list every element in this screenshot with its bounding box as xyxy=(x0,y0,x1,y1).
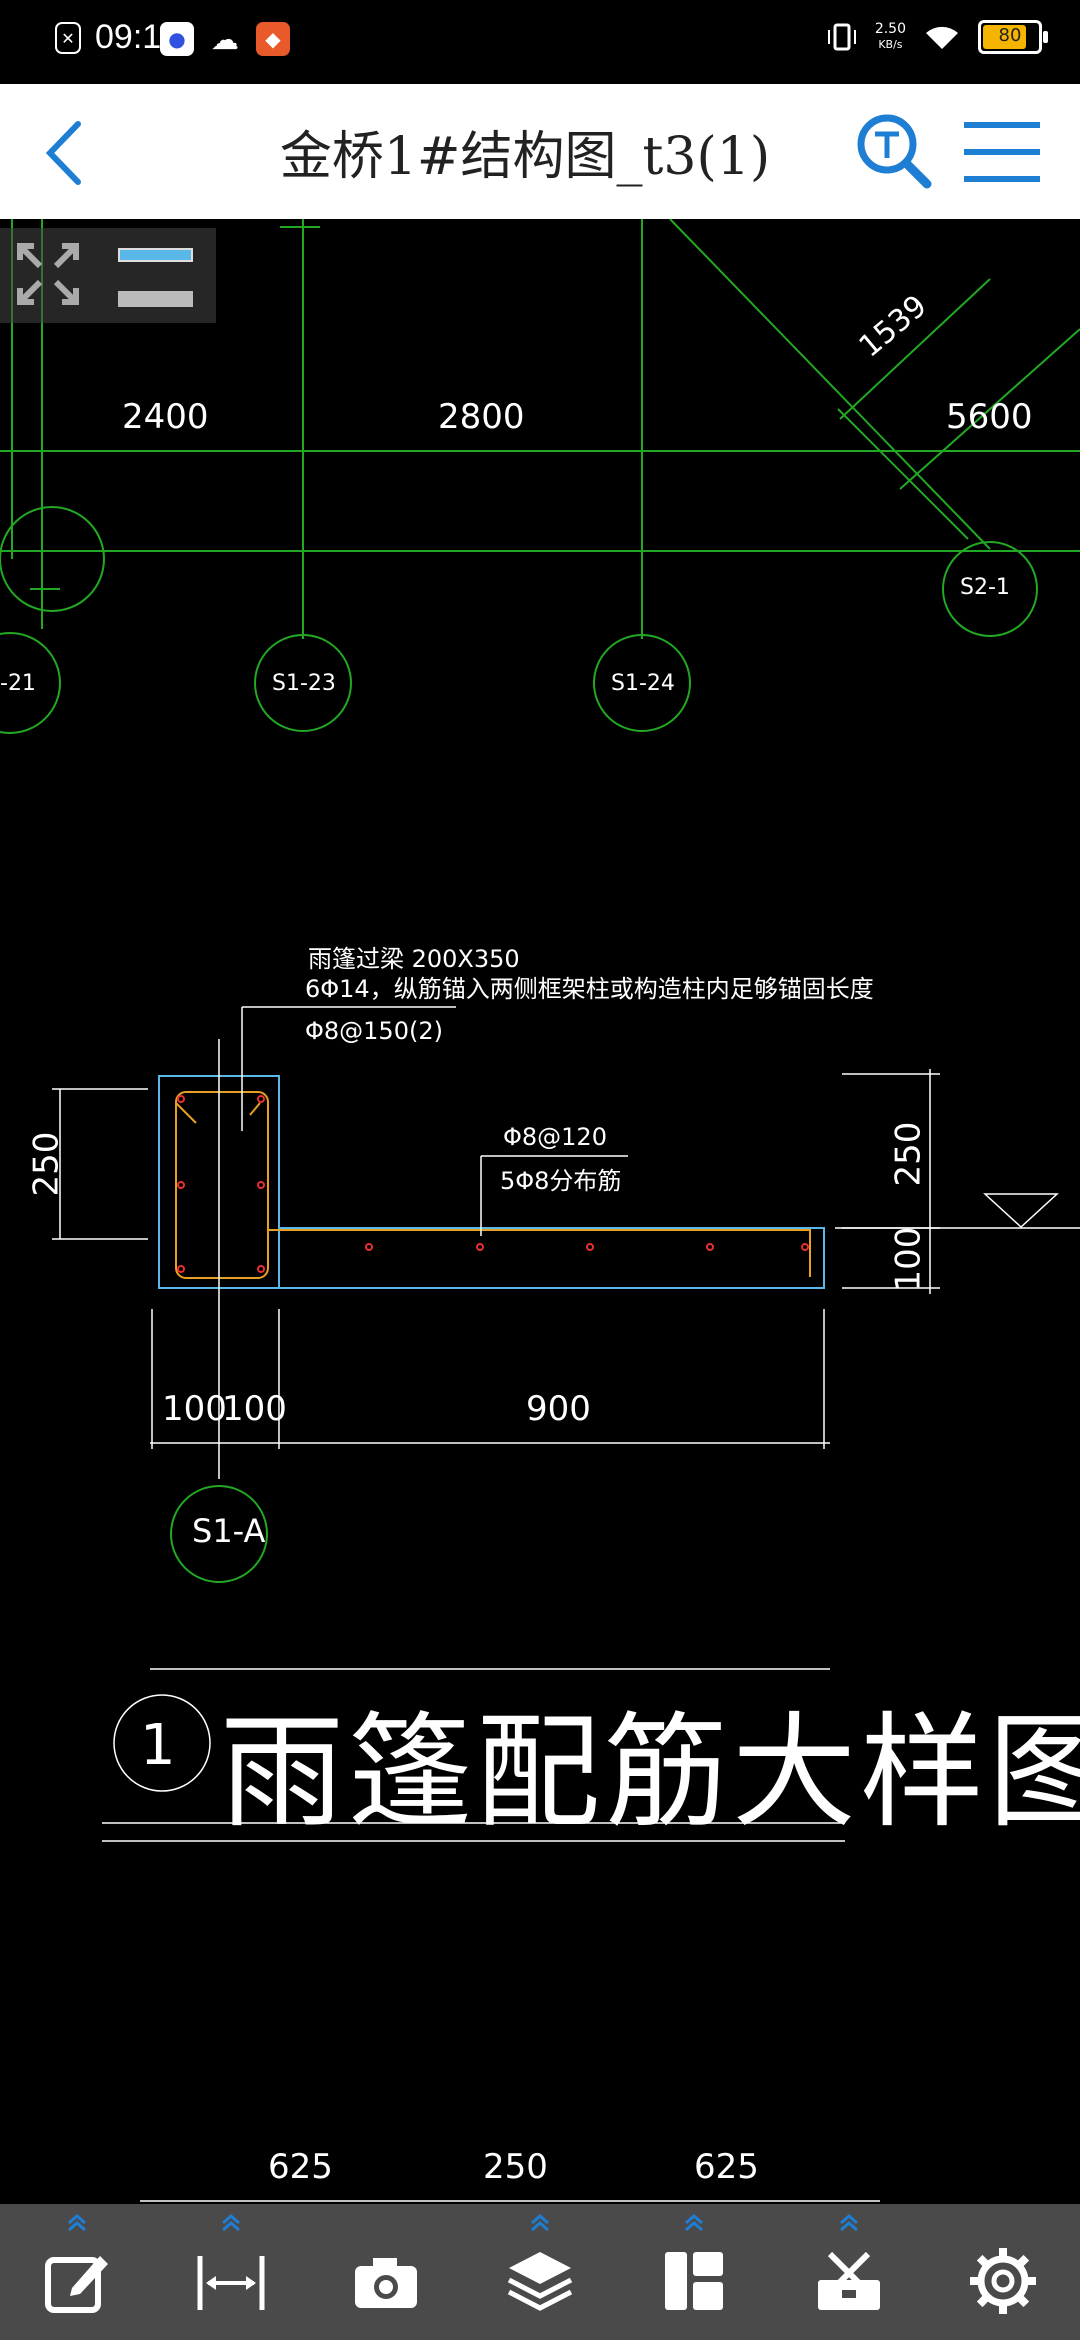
measure-button[interactable] xyxy=(154,2204,308,2340)
canopy-section xyxy=(52,1006,1080,2202)
toolbox-icon xyxy=(817,2251,880,2310)
layout-button[interactable] xyxy=(617,2204,771,2340)
settings-button[interactable] xyxy=(926,2204,1080,2340)
text-search-icon[interactable] xyxy=(855,112,933,190)
document-title: 金桥1#结构图_t3(1) xyxy=(279,127,771,187)
drawing-lines xyxy=(0,219,1080,2202)
wifi-icon xyxy=(926,26,958,49)
gear-icon xyxy=(969,2248,1036,2314)
dim-label: 100 xyxy=(222,1389,287,1429)
battery-level: 80 xyxy=(998,25,1022,46)
edit-icon xyxy=(45,2256,109,2313)
dim-label: 100 xyxy=(162,1389,227,1429)
stirrup-annotation: Φ8@150(2) xyxy=(305,1017,443,1045)
bottom-toolbar xyxy=(0,2204,1080,2340)
measure-icon xyxy=(197,2256,265,2310)
dim-label: 900 xyxy=(526,1389,591,1429)
slab-rebar-annotation: Φ8@120 xyxy=(503,1123,607,1151)
grid-label: S2-1 xyxy=(960,575,1010,600)
detail-number: 1 xyxy=(140,1713,176,1778)
layers-icon xyxy=(507,2252,573,2311)
detail-title: 雨篷配筋大样图 xyxy=(220,1701,1080,1845)
grid-label: S1-24 xyxy=(611,671,675,696)
dim-label: 2400 xyxy=(122,397,209,437)
dim-label: 250 xyxy=(888,1121,929,1187)
dim-label: 250 xyxy=(26,1131,67,1197)
dim-label: 250 xyxy=(483,2147,548,2187)
dim-label: 100 xyxy=(888,1226,929,1292)
battery-indicator: 80 xyxy=(978,20,1048,54)
vibrate-icon xyxy=(827,23,856,51)
camera-icon xyxy=(354,2258,417,2308)
rebar-annotation: 6Φ14，纵筋锚入两侧框架柱或构造柱内足够锚固长度 xyxy=(305,975,874,1003)
chevron-up-icon xyxy=(68,2214,87,2232)
dim-label: 5600 xyxy=(946,397,1033,437)
dim-label: 2800 xyxy=(438,397,525,437)
app-header: 金桥1#结构图_t3(1) xyxy=(0,84,1080,219)
grid-label: S1-23 xyxy=(272,671,336,696)
layers-button[interactable] xyxy=(463,2204,617,2340)
menu-icon[interactable] xyxy=(964,120,1040,184)
dim-label: 625 xyxy=(694,2147,759,2187)
axis-label: S1-A xyxy=(192,1512,266,1550)
dim-label: 625 xyxy=(268,2147,333,2187)
file-notification-icon: ✕ xyxy=(55,22,81,54)
beam-annotation: 雨篷过梁 200X350 xyxy=(308,945,520,973)
grid-label: -21 xyxy=(0,671,36,696)
layout-icon xyxy=(665,2252,724,2310)
notification-icons: ✕ xyxy=(55,22,81,54)
tools-button[interactable] xyxy=(771,2204,925,2340)
distribution-rebar-annotation: 5Φ8分布筋 xyxy=(500,1167,622,1195)
battery-fill xyxy=(983,25,1027,49)
view-control-panel xyxy=(0,228,216,323)
app-icon: ◆ xyxy=(256,22,290,56)
back-icon[interactable] xyxy=(40,118,90,188)
cloud-icon: ☁ xyxy=(211,22,239,56)
browser-icon: ● xyxy=(160,22,194,56)
camera-button[interactable] xyxy=(309,2204,463,2340)
drawing-canvas[interactable]: 2400 2800 5600 1539 S2-1 -21 S1-23 S1-24… xyxy=(0,219,1080,2204)
annotate-button[interactable] xyxy=(0,2204,154,2340)
line-color-toggle[interactable] xyxy=(118,291,193,307)
fullscreen-icon[interactable] xyxy=(12,238,84,310)
chevron-up-icon xyxy=(222,2214,241,2232)
chevron-up-icon xyxy=(530,2214,549,2232)
line-weight-toggle[interactable] xyxy=(118,248,193,262)
chevron-up-icon xyxy=(839,2214,858,2232)
chevron-up-icon xyxy=(685,2214,704,2232)
app-notification-icons: ● ☁ ◆ xyxy=(160,22,290,56)
